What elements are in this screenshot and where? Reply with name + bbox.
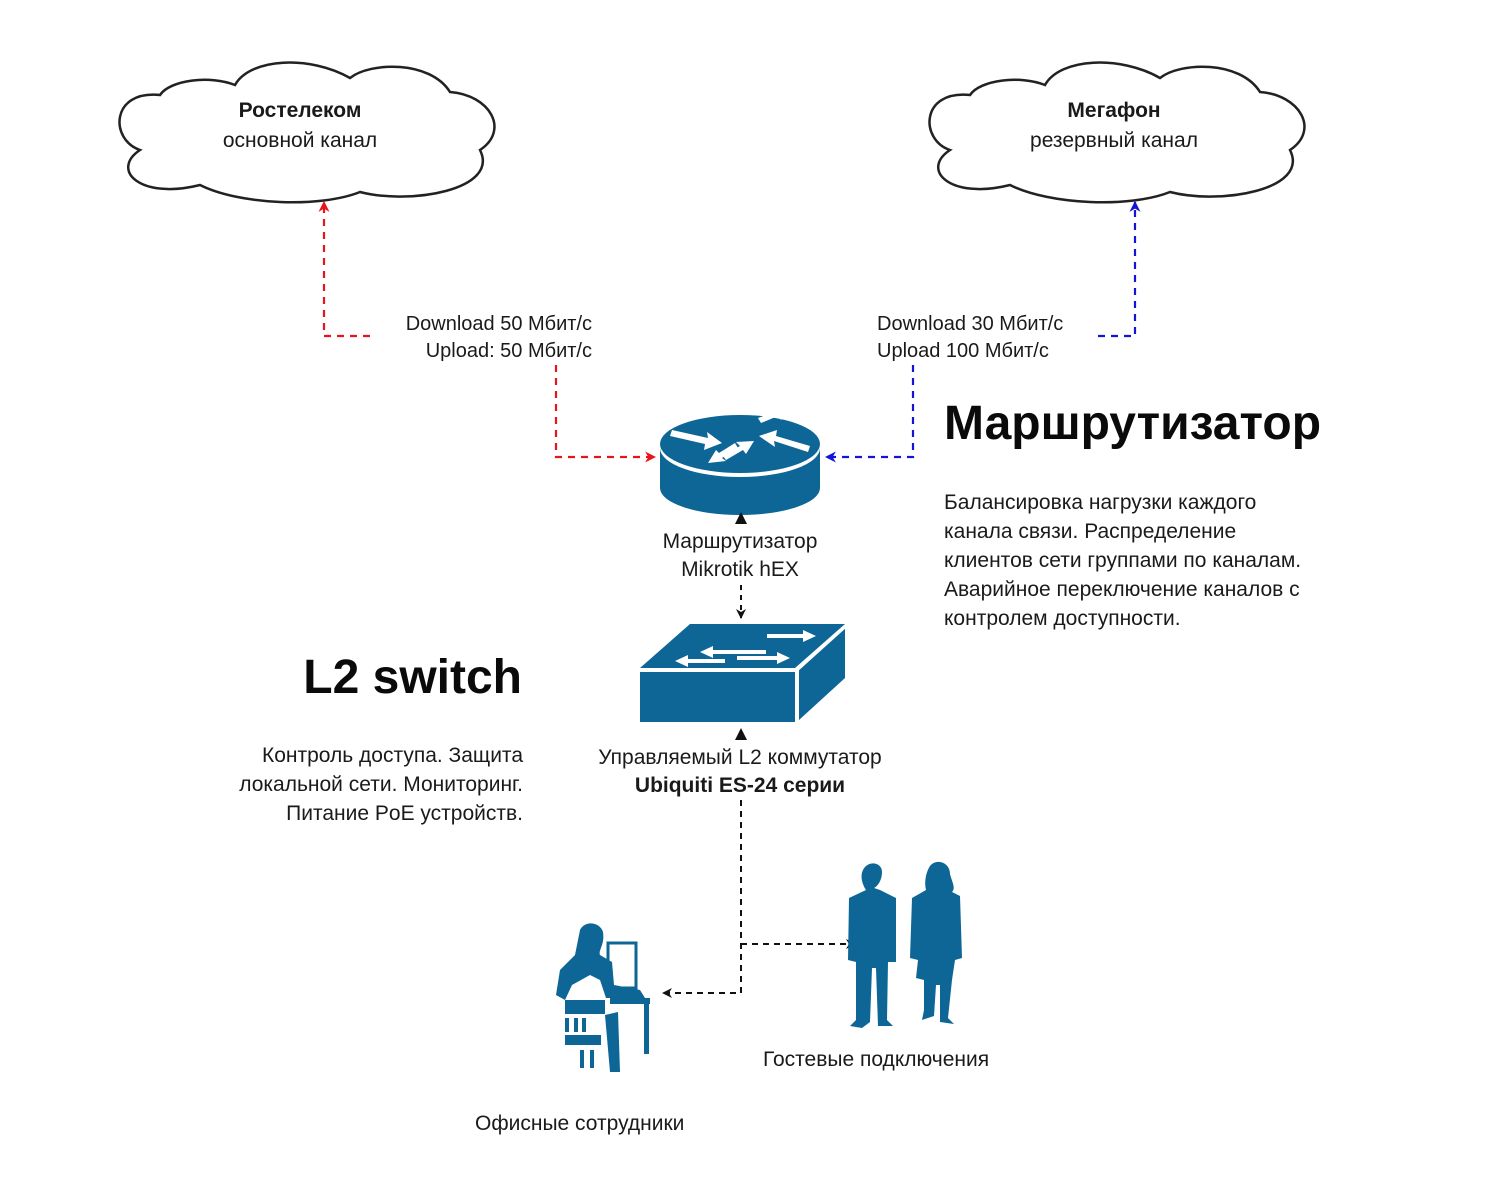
office-worker-icon [556,923,650,1072]
link-router-switch [735,512,747,619]
router-label-line2: Mikrotik hEX [681,558,799,581]
link-primary [318,200,657,463]
isp-primary-role: основной канал [222,129,378,152]
router-heading: Маршрутизатор [944,397,1322,450]
cloud-icon [118,61,496,204]
router-desc-line: канала связи. Распределение [944,520,1237,543]
router-description: Балансировка нагрузки каждого канала свя… [944,488,1301,633]
primary-download: Download 50 Мбит/с [405,313,592,335]
office-label: Офисные сотрудники [475,1112,685,1135]
cloud-megafon [928,61,1306,204]
backup-download: Download 30 Мбит/с [877,313,1064,335]
router-desc-line: клиентов сети группами по каналам. [944,549,1302,572]
guests-label: Гостевые подключения [763,1048,990,1071]
switch-label-line1: Управляемый L2 коммутатор [598,746,882,769]
primary-speed-label: Download 50 Мбит/с Upload: 50 Мбит/с [330,311,592,365]
isp-primary-name: Ростелеком [238,99,362,122]
switch-label: Управляемый L2 коммутатор Ubiquiti ES-24… [540,744,940,800]
isp-primary-label: Ростелеком основной канал [190,96,410,156]
switch-desc-line: локальной сети. Мониторинг. [239,773,523,796]
router-desc-line: Аварийное переключение каналов с [944,578,1300,601]
link-switch-clients [662,800,856,998]
cloud-icon [928,61,1306,204]
primary-upload: Upload: 50 Мбит/с [425,340,592,362]
switch-label-line2: Ubiquiti ES-24 серии [634,774,846,797]
switch-desc-line: Питание PoE устройств. [286,802,523,825]
isp-backup-name: Мегафон [1067,99,1161,122]
router-label: Маршрутизатор Mikrotik hEX [610,528,870,584]
router-desc-line: Балансировка нагрузки каждого [944,491,1257,514]
backup-upload: Upload 100 Мбит/с [877,340,1049,362]
router-desc-line: контролем доступности. [944,607,1181,630]
switch-heading: L2 switch [303,651,522,704]
switch-description: Контроль доступа. Защита локальной сети.… [140,741,523,828]
isp-backup-role: резервный канал [1030,129,1198,152]
guest-users-icon [848,861,962,1028]
backup-speed-label: Download 30 Мбит/с Upload 100 Мбит/с [877,311,1117,365]
link-backup [824,200,1141,463]
router-label-line1: Маршрутизатор [662,530,818,553]
isp-backup-label: Мегафон резервный канал [1000,96,1228,156]
cloud-rostelecom [118,61,496,204]
switch-icon[interactable] [638,623,849,740]
router-icon[interactable] [660,407,820,515]
switch-desc-line: Контроль доступа. Защита [262,744,523,767]
